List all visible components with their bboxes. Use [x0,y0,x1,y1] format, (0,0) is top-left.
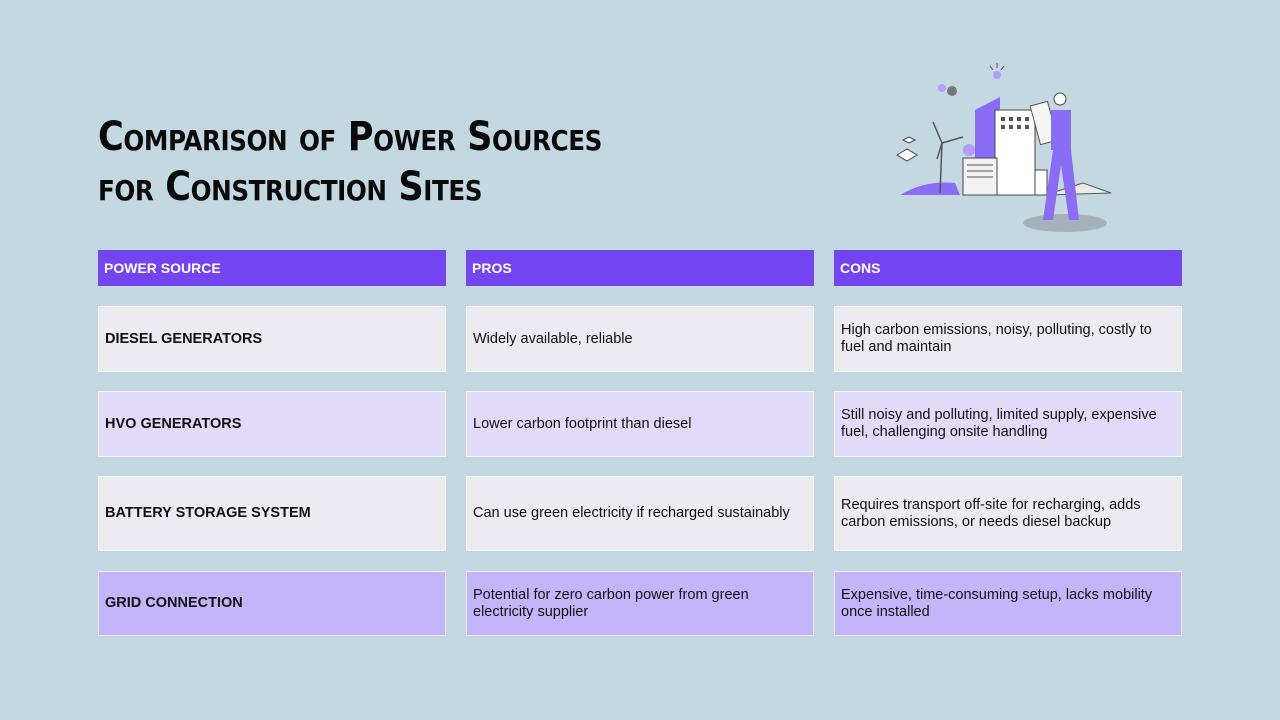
row-diesel-pros: Widely available, reliable [466,306,814,372]
row-battery-pros: Can use green electricity if recharged s… [466,476,814,551]
row-grid-pros: Potential for zero carbon power from gre… [466,571,814,636]
row-grid-source: GRID CONNECTION [98,571,446,636]
row-battery-cons: Requires transport off-site for rechargi… [834,476,1182,551]
row-battery-source: BATTERY STORAGE SYSTEM [98,476,446,551]
header-power-source: POWER SOURCE [98,250,446,286]
header-cons: CONS [834,250,1182,286]
construction-worker-illustration [896,63,1112,232]
row-diesel-cons: High carbon emissions, noisy, polluting,… [834,306,1182,372]
row-hvo-source: HVO GENERATORS [98,391,446,457]
header-pros: PROS [466,250,814,286]
row-diesel-source: DIESEL GENERATORS [98,306,446,372]
row-hvo-pros: Lower carbon footprint than diesel [466,391,814,457]
row-grid-cons: Expensive, time-consuming setup, lacks m… [834,571,1182,636]
row-hvo-cons: Still noisy and polluting, limited suppl… [834,391,1182,457]
page-title: Comparison of Power Sources for Construc… [98,112,661,212]
title-line-2: for Construction Sites [98,164,483,210]
title-line-1: Comparison of Power Sources [98,114,602,160]
